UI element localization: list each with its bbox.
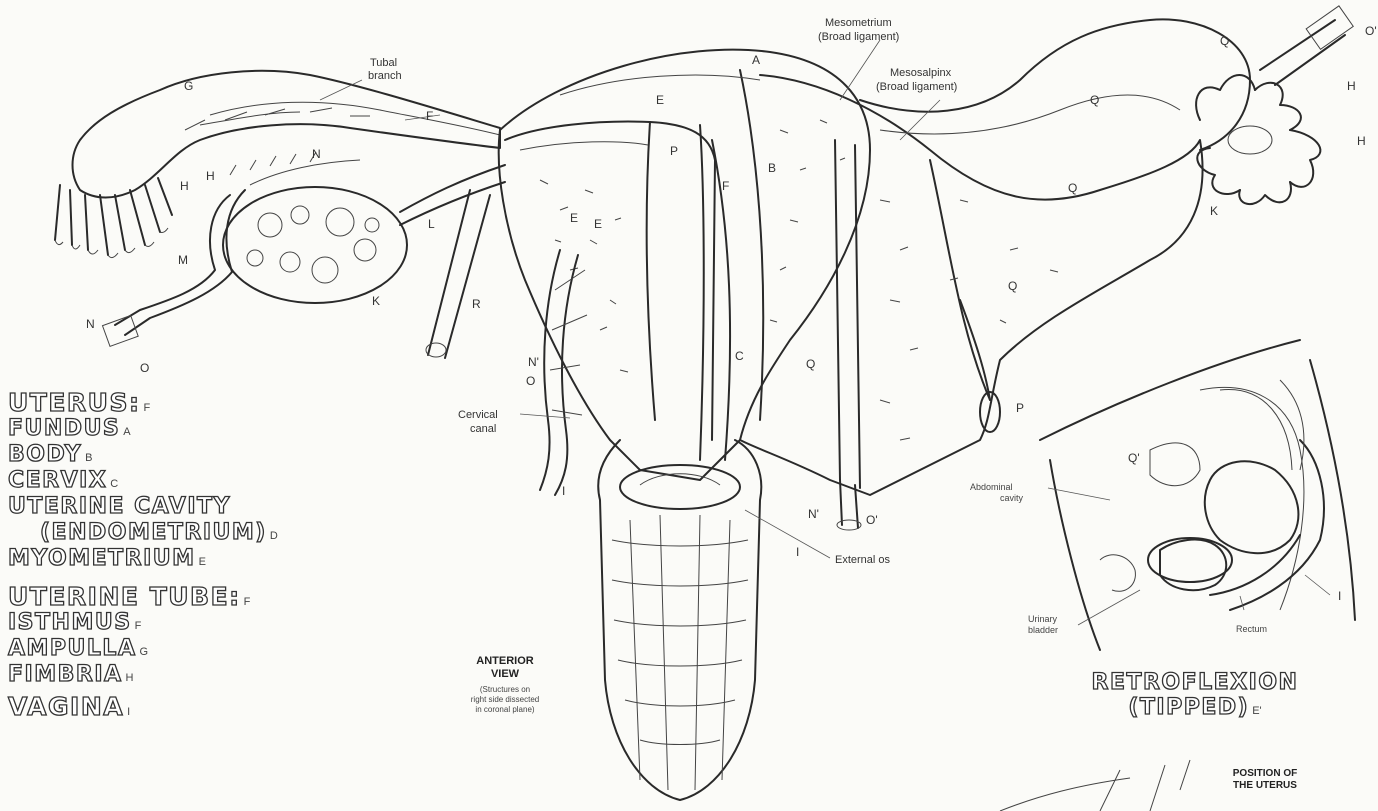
anterior-view-caption: ANTERIOR VIEW (Structures on right side …: [430, 655, 580, 715]
tubal-branch-label: Tubal: [370, 57, 397, 69]
abdominal-cavity-label: Abdominal: [970, 482, 1013, 492]
letter-F-2: F: [426, 109, 433, 123]
cervical-canal-label: Cervical: [458, 409, 498, 421]
mesosalpinx-label: Mesosalpinx: [890, 67, 952, 79]
retroflexed-uterus: [1205, 461, 1299, 553]
letter-Q-4: Q: [806, 357, 815, 371]
anterior-view-title: ANTERIOR VIEW: [430, 655, 580, 681]
rectum-label: Rectum: [1236, 624, 1267, 634]
letter-Q-2: Q: [1068, 181, 1077, 195]
letter-K-1: K: [372, 294, 380, 308]
letter-B: B: [768, 161, 776, 175]
letter-P-1: P: [670, 144, 678, 158]
letter-Q-1: Q: [1090, 93, 1099, 107]
letter-M: M: [178, 253, 188, 267]
retroflexion-inset: [1040, 340, 1355, 650]
letter-F-1: F: [722, 179, 729, 193]
title-endometrium: (ENDOMETRIUM)D: [40, 520, 278, 545]
mesometrium-sub-label: (Broad ligament): [818, 31, 899, 43]
urinary-bladder-label: Urinary: [1028, 614, 1058, 624]
letter-I-1: I: [562, 484, 565, 498]
letter-K-2: K: [1210, 204, 1218, 218]
letter-I-2: I: [796, 545, 799, 559]
round-ligament: [428, 190, 490, 358]
letter-P-2: P: [1016, 401, 1024, 415]
urinary-bladder-sub-label: bladder: [1028, 625, 1058, 635]
letter-Q-3: Q: [1008, 279, 1017, 293]
letter-Q-prime: Q': [1128, 451, 1140, 465]
title-uterine-cavity: UTERINE CAVITY: [8, 494, 231, 519]
cervical-canal-sub-label: canal: [470, 423, 496, 435]
broad-ligament: [740, 75, 1203, 495]
ovarian-ligament: [400, 165, 505, 212]
letter-N-2: N: [312, 147, 321, 161]
letter-E-2: E: [570, 211, 578, 225]
letter-N-prime-1: N': [528, 355, 539, 369]
left-uterine-tube: [73, 71, 501, 198]
letter-O-prime-1: O': [866, 513, 878, 527]
letter-N-1: N: [86, 317, 95, 331]
letter-N-prime-2: N': [808, 507, 819, 521]
tubal-branch-label-2: branch: [368, 70, 402, 82]
letter-G: G: [184, 79, 193, 93]
right-fimbria: [1196, 75, 1320, 204]
letter-C: C: [735, 349, 744, 363]
letter-A: A: [752, 53, 760, 67]
letter-H-1: H: [180, 179, 189, 193]
letter-O-1: O: [140, 361, 149, 375]
letter-H-3: H: [1347, 79, 1356, 93]
anterior-view-note: (Structures on right side dissected in c…: [430, 685, 580, 715]
letter-E-3: E: [594, 217, 602, 231]
title-uterine-tube: UTERINE TUBE:F: [8, 582, 250, 611]
left-ovary: [223, 187, 407, 303]
mesosalpinx-sub-label: (Broad ligament): [876, 81, 957, 93]
external-os-label: External os: [835, 554, 891, 566]
abdominal-cavity-sub-label: cavity: [1000, 493, 1024, 503]
left-fimbria: [55, 178, 172, 258]
position-of-uterus-title: POSITION OF THE UTERUS: [1210, 768, 1320, 792]
letter-H-2: H: [206, 169, 215, 183]
letter-O-2: O: [526, 374, 535, 388]
letter-E-1: E: [656, 93, 664, 107]
letter-R: R: [472, 297, 481, 311]
title-uterus: UTERUS:F: [8, 388, 150, 417]
letter-L: L: [428, 217, 435, 231]
letter-O-prime-2: O': [1365, 24, 1377, 38]
cervix-external-os: [620, 465, 740, 509]
letter-Q-5: Q: [1220, 34, 1229, 48]
letter-H-4: H: [1357, 134, 1366, 148]
retroflexion-title: RETROFLEXION (TIPPED)E': [1040, 670, 1350, 720]
letter-I-3: I: [1338, 589, 1341, 603]
mesometrium-label: Mesometrium: [825, 17, 892, 29]
uterus-outline: [499, 50, 870, 480]
